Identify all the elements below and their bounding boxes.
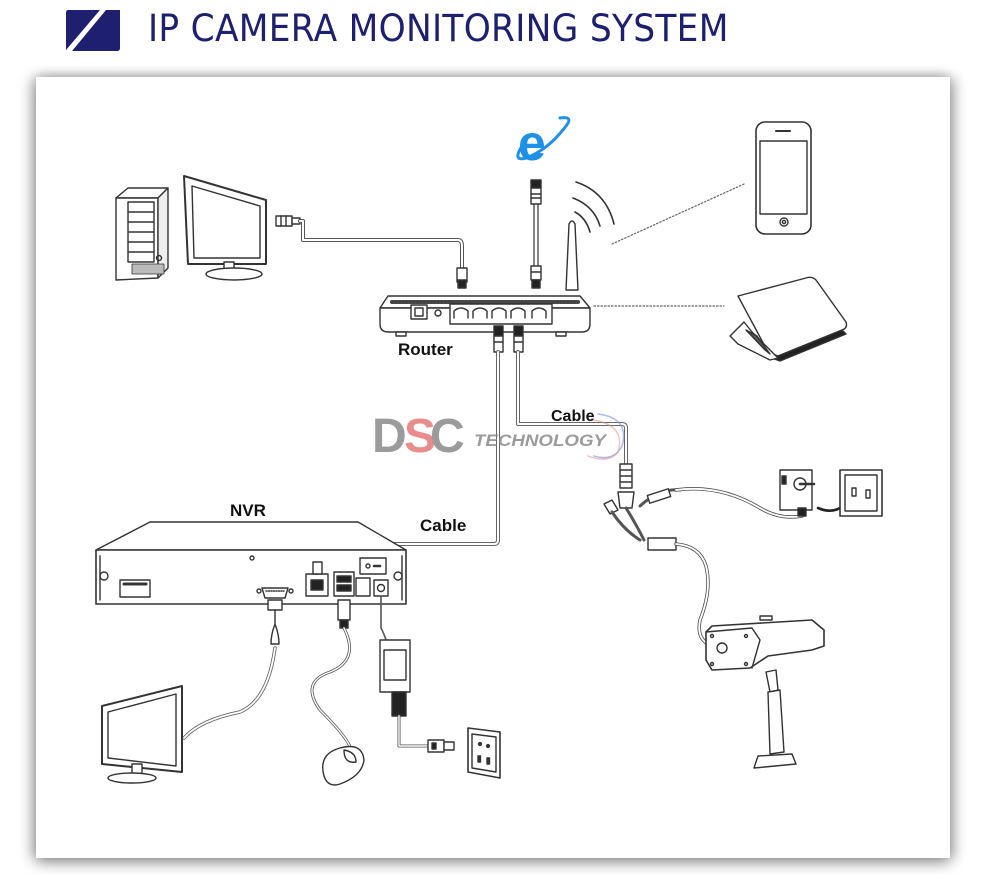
pc-ethernet-cable — [275, 215, 468, 289]
router-icon — [379, 181, 615, 337]
page-title: IP CAMERA MONITORING SYSTEM — [148, 7, 729, 50]
nvr-icon — [95, 521, 407, 605]
nvr-cable-label: Cable — [420, 516, 466, 535]
smartphone-icon — [755, 121, 812, 235]
svg-text:D: D — [372, 410, 407, 463]
desktop-tower-icon — [115, 187, 169, 281]
nvr-label: NVR — [230, 501, 266, 520]
router-camera-ethernet-cable — [513, 325, 628, 466]
camera-cable-label: Cable — [551, 408, 595, 425]
watermark-logo: D S C TECHNOLOGY — [372, 410, 625, 463]
usb-mouse-cable — [310, 599, 354, 754]
power-adapter-icon — [779, 469, 816, 517]
monitor-icon — [183, 175, 267, 281]
slashed-square-icon — [66, 10, 120, 51]
browser-e-icon: e — [516, 115, 571, 171]
svg-text:C: C — [430, 410, 465, 463]
wall-outlet-icon — [839, 469, 883, 517]
monitor-icon — [101, 685, 183, 784]
vga-cable — [182, 599, 283, 740]
laptop-icon — [729, 276, 848, 362]
wall-outlet-icon — [467, 727, 501, 779]
internet-ethernet-cable — [530, 179, 542, 289]
router-label: Router — [398, 340, 453, 359]
mouse-icon — [322, 745, 365, 786]
svg-text:TECHNOLOGY: TECHNOLOGY — [474, 431, 608, 450]
svg-text:S: S — [404, 410, 436, 463]
camera-pigtail-cable — [603, 463, 804, 648]
page-header: IP CAMERA MONITORING SYSTEM — [0, 0, 993, 60]
wifi-link-phone — [611, 183, 745, 245]
svg-text:e: e — [518, 115, 546, 171]
power-adapter-icon — [379, 595, 455, 753]
bullet-camera-icon — [705, 615, 825, 769]
